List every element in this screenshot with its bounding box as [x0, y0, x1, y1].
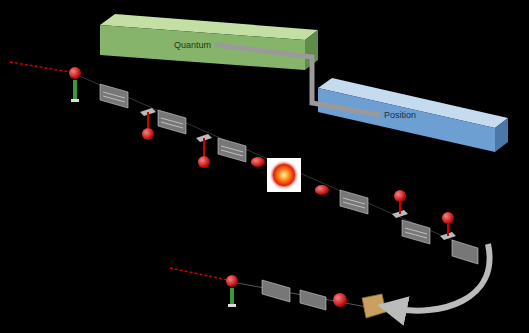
green-prism — [100, 14, 318, 70]
node-text: Quantum — [174, 40, 211, 50]
prism-label: Position — [380, 108, 420, 122]
connector-bar — [215, 45, 380, 115]
prism-label: Quantum — [170, 38, 215, 52]
blue-prism — [318, 78, 508, 152]
top-beam — [10, 62, 478, 264]
node-text: Position — [384, 110, 416, 120]
bottom-beam — [170, 244, 490, 318]
